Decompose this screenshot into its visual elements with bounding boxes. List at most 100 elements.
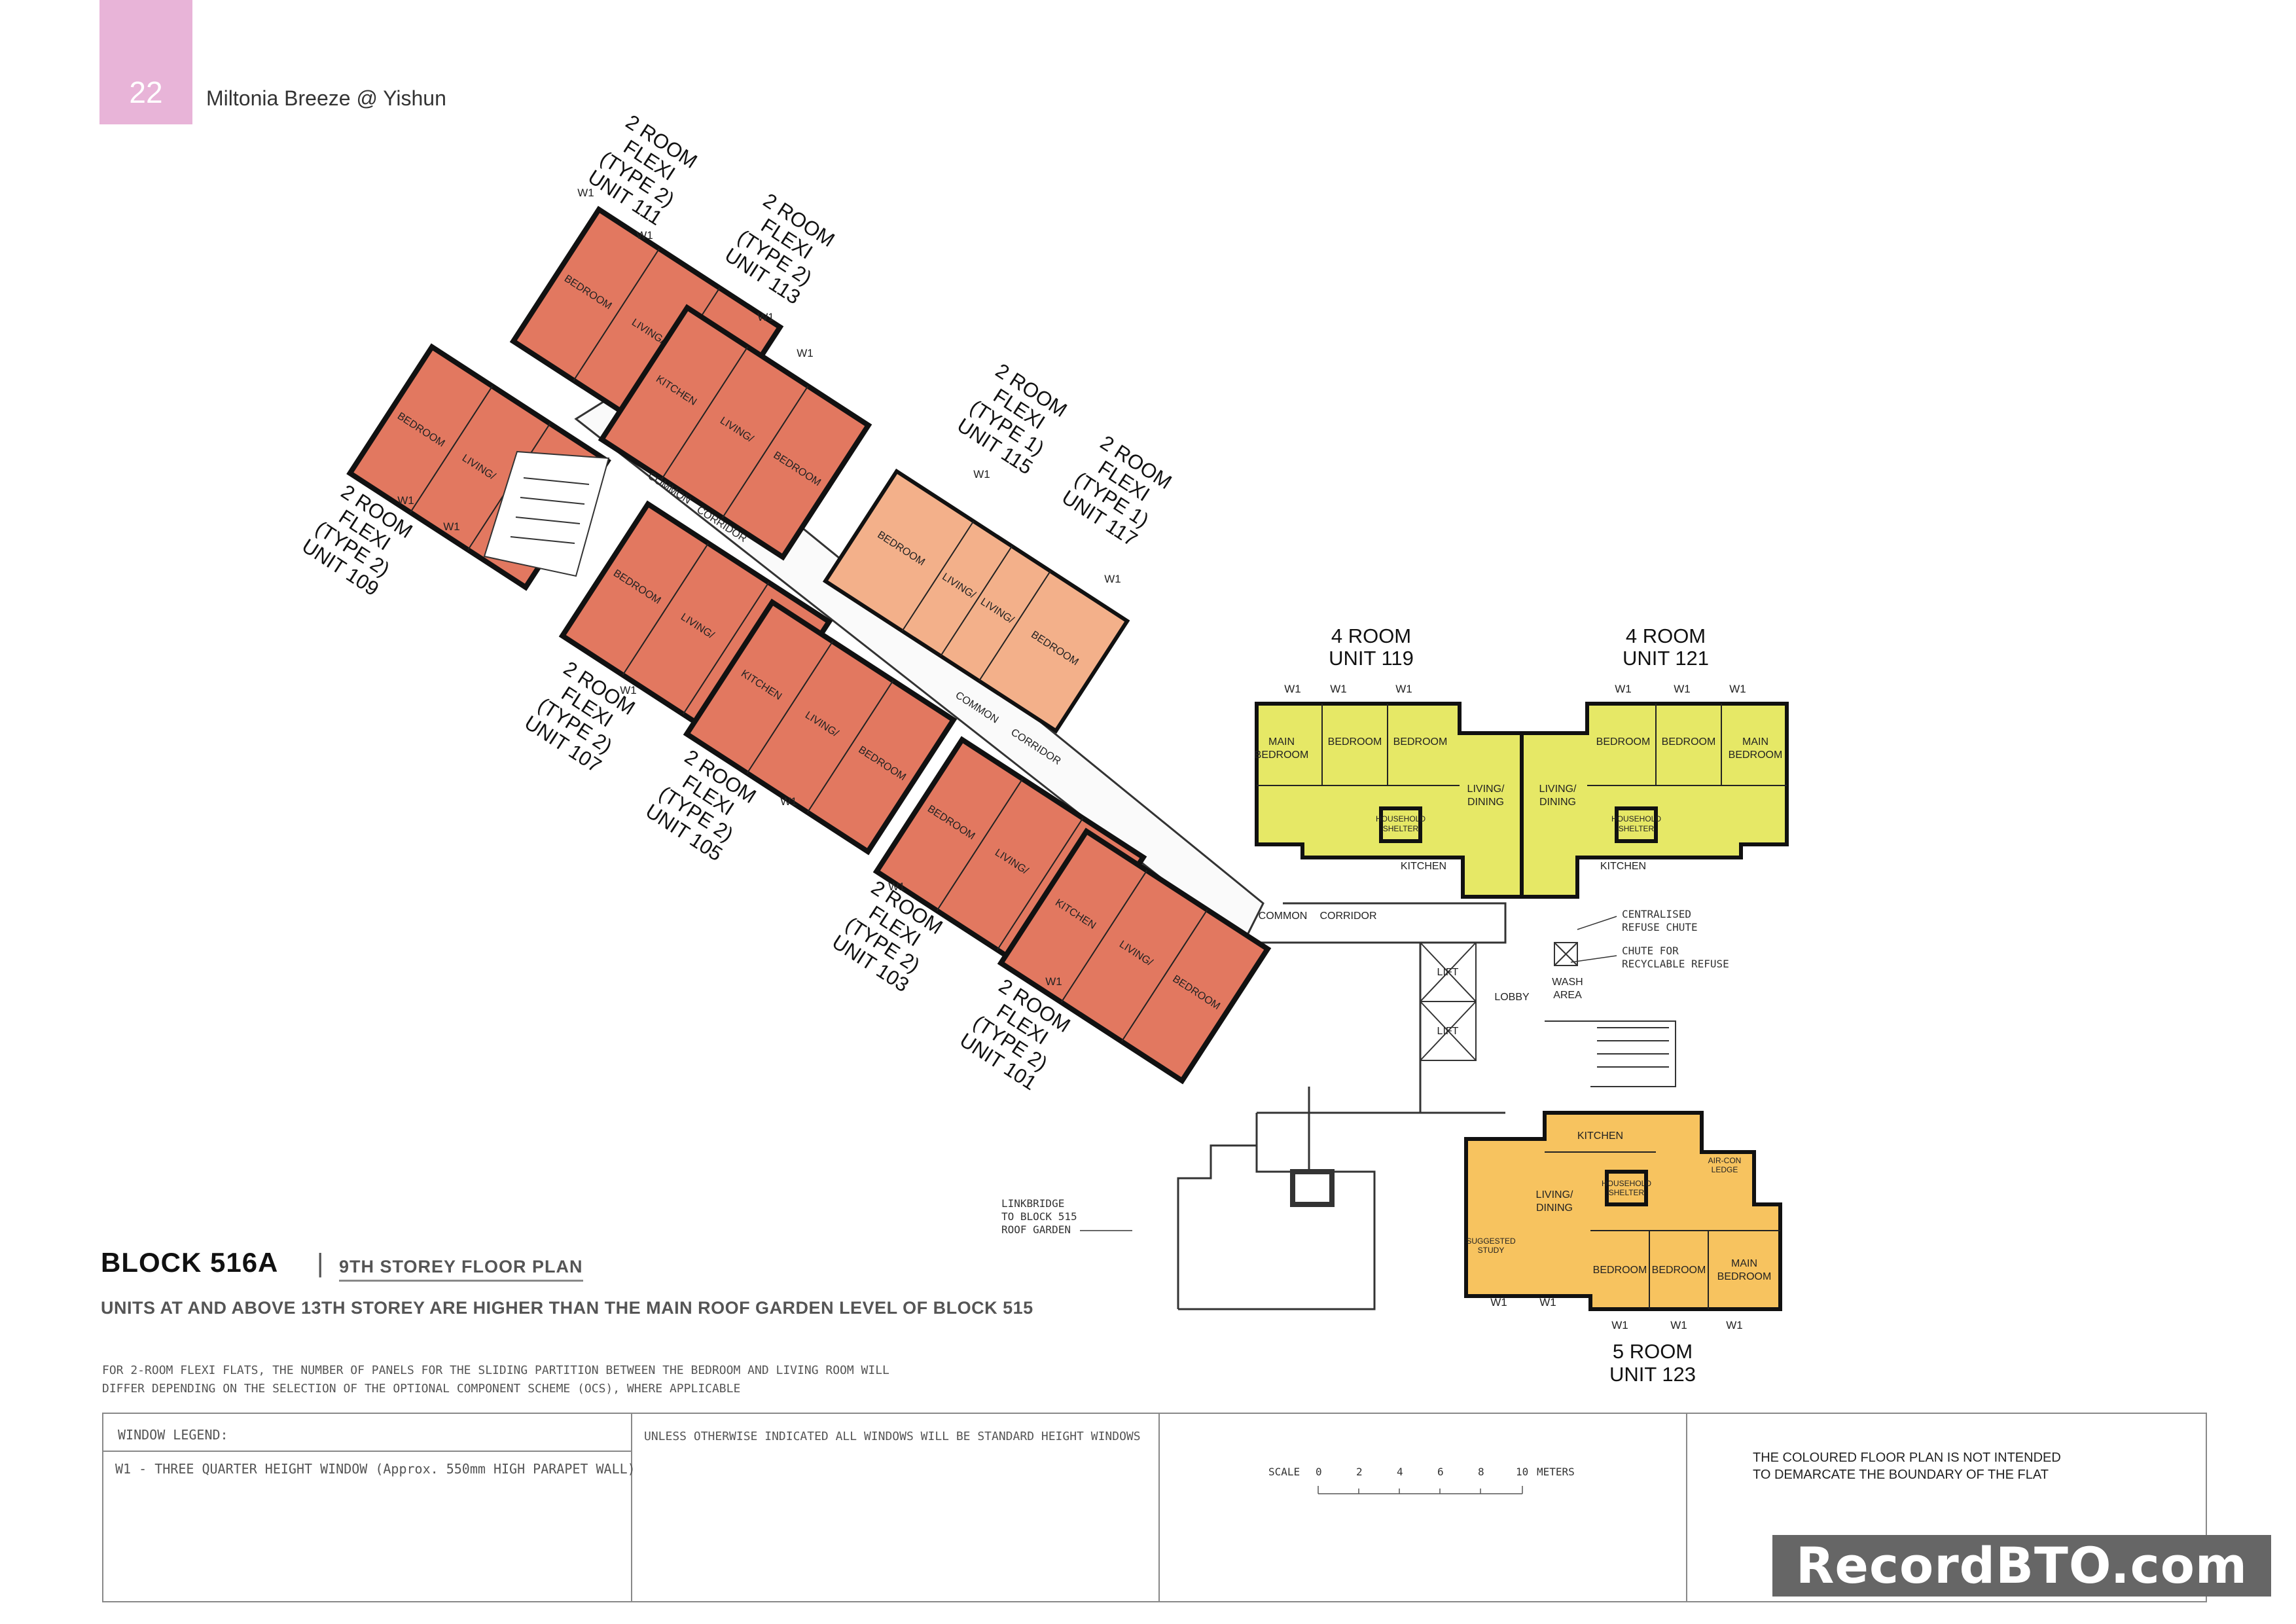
- unit-block-101: KITCHEN LIVING/ BEDROOM: [997, 827, 1272, 1085]
- recycle-chute-label-2: RECYCLABLE REFUSE: [1622, 958, 1729, 970]
- unit-block-115-117: BEDROOM LIVING/ LIVING/ BEDROOM: [822, 468, 1130, 734]
- unit-label-115: 2 ROOM FLEXI (TYPE 1) UNIT 115: [953, 359, 1071, 479]
- staircase: [483, 450, 610, 577]
- unit-block-105: KITCHEN LIVING/ BEDROOM: [683, 598, 958, 856]
- window-w1: W1: [973, 468, 990, 480]
- common-label: COMMON: [1259, 911, 1308, 922]
- room-study-2: STUDY: [1478, 1246, 1505, 1255]
- room-bedroom: BEDROOM: [1596, 736, 1651, 748]
- room-kitchen: KITCHEN: [1401, 861, 1446, 872]
- window-w1: W1: [1670, 1319, 1687, 1331]
- unit-label-119: 4 ROOM: [1331, 624, 1411, 647]
- room-main-bedroom-2: BEDROOM: [1729, 749, 1783, 761]
- room-main-bedroom-2: BEDROOM: [1717, 1271, 1772, 1282]
- window-w1: W1: [577, 187, 594, 199]
- unit-block-121: BEDROOM BEDROOM MAIN BEDROOM LIVING/ DIN…: [1520, 702, 1789, 899]
- title-separator: |: [317, 1249, 324, 1278]
- page-number: 22: [129, 75, 163, 109]
- window-markers: W1 W1 W1 W1 W1 W1 W1 W1 W1 W1 W1 W1 W1 W…: [397, 187, 1746, 1331]
- refuse-chute-label: CENTRALISED: [1622, 908, 1691, 920]
- unit-label-117: 2 ROOM FLEXI (TYPE 1) UNIT 117: [1058, 431, 1175, 551]
- room-kitchen: KITCHEN: [1600, 861, 1646, 872]
- room-shelter-2: SHELTER: [1619, 824, 1655, 833]
- page-number-tab: 22: [99, 0, 192, 124]
- disclaimer-line-1: THE COLOURED FLOOR PLAN IS NOT INTENDED: [1753, 1451, 2061, 1465]
- divider: [631, 1414, 632, 1601]
- linkbridge-label: LINKBRIDGE: [1001, 1197, 1064, 1210]
- window-w1: W1: [636, 229, 653, 242]
- unit-block-123: KITCHEN LIVING/ DINING SUGGESTED STUDY B…: [1464, 1111, 1782, 1311]
- room-shelter: HOUSEHOLD: [1611, 814, 1661, 823]
- room-bedroom: BEDROOM: [1652, 1265, 1706, 1276]
- scale-bar: SCALE 0 2 4 6 8 10 METERS: [1268, 1466, 1575, 1494]
- leader-line: [1570, 955, 1617, 963]
- window-w1: W1: [1729, 683, 1746, 695]
- room-study: SUGGESTED: [1466, 1236, 1516, 1246]
- room-living: LIVING/: [1539, 784, 1577, 795]
- roof-garden-outline: [1177, 1087, 1420, 1310]
- room-kitchen: KITCHEN: [1577, 1130, 1623, 1142]
- room-shelter-2: SHELTER: [1609, 1188, 1645, 1197]
- unit-label-123: 5 ROOM: [1613, 1340, 1693, 1363]
- room-living-2: DINING: [1536, 1202, 1573, 1214]
- room-main-bedroom-2: BEDROOM: [1255, 749, 1309, 761]
- room-aircon: AIR-CON: [1708, 1156, 1742, 1165]
- divider: [1158, 1414, 1160, 1601]
- disclaimer-line-2: TO DEMARCATE THE BOUNDARY OF THE FLAT: [1753, 1468, 2049, 1482]
- window-w1: W1: [1284, 683, 1301, 695]
- recycle-chute-label: CHUTE FOR: [1622, 945, 1679, 957]
- lobby-label: LOBBY: [1494, 992, 1530, 1003]
- refuse-chute-label-2: REFUSE CHUTE: [1622, 921, 1698, 933]
- window-legend-w1: W1 - THREE QUARTER HEIGHT WINDOW (Approx…: [115, 1461, 636, 1477]
- window-w1: W1: [1330, 683, 1347, 695]
- window-w1: W1: [1395, 683, 1412, 695]
- window-w1: W1: [443, 520, 460, 533]
- wash-area-label-2: AREA: [1553, 990, 1582, 1001]
- unit-label-123-num: UNIT 123: [1609, 1363, 1696, 1386]
- linkbridge-label-2: TO BLOCK 515: [1001, 1210, 1077, 1223]
- window-w1: W1: [757, 311, 774, 323]
- window-w1: W1: [1104, 573, 1121, 585]
- window-w1: W1: [1539, 1296, 1556, 1308]
- window-w1: W1: [797, 347, 814, 359]
- room-bedroom: BEDROOM: [1328, 736, 1382, 748]
- scale-label: SCALE: [1268, 1466, 1300, 1478]
- wash-area-label: WASH: [1552, 977, 1583, 988]
- block-note: UNITS AT AND ABOVE 13TH STOREY ARE HIGHE…: [101, 1298, 1033, 1318]
- unit-label-119-num: UNIT 119: [1329, 647, 1414, 670]
- unit-label-113: 2 ROOM FLEXI (TYPE 2) UNIT 113: [721, 189, 838, 309]
- room-living: LIVING/: [1536, 1189, 1573, 1200]
- room-bedroom: BEDROOM: [1393, 736, 1448, 748]
- window-w1: W1: [1726, 1319, 1743, 1331]
- unit-block-113: KITCHEN LIVING/ BEDROOM: [598, 304, 872, 561]
- divider: [103, 1451, 631, 1452]
- unit-label-121: 4 ROOM: [1626, 624, 1706, 647]
- block-title: BLOCK 516A: [101, 1247, 279, 1278]
- watermark: RecordBTO.com: [1772, 1535, 2271, 1597]
- unit-label-121-num: UNIT 121: [1623, 647, 1709, 670]
- window-w1: W1: [780, 795, 797, 808]
- room-main-bedroom: MAIN: [1731, 1258, 1757, 1269]
- window-w1: W1: [1490, 1296, 1507, 1308]
- room-main-bedroom: MAIN: [1742, 736, 1768, 748]
- scale-tick: 10: [1516, 1466, 1528, 1478]
- room-shelter: HOUSEHOLD: [1602, 1179, 1651, 1188]
- room-aircon-2: LEDGE: [1712, 1165, 1738, 1174]
- scale-tick: 8: [1478, 1466, 1484, 1478]
- room-main-bedroom: MAIN: [1268, 736, 1295, 748]
- room-shelter: HOUSEHOLD: [1376, 814, 1426, 823]
- disclaimer: THE COLOURED FLOOR PLAN IS NOT INTENDED …: [1753, 1449, 2061, 1483]
- window-w1: W1: [620, 684, 637, 696]
- lift-core: [1420, 942, 1676, 1087]
- room-living: LIVING/: [1467, 784, 1505, 795]
- window-w1: W1: [1674, 683, 1691, 695]
- window-w1: W1: [1045, 975, 1062, 988]
- window-w1: W1: [397, 494, 414, 507]
- room-shelter-2: SHELTER: [1383, 824, 1419, 833]
- legend-box: WINDOW LEGEND: W1 - THREE QUARTER HEIGHT…: [102, 1413, 2207, 1602]
- window-w1: W1: [1611, 1319, 1628, 1331]
- divider: [1686, 1414, 1687, 1601]
- scale-tick: 4: [1397, 1466, 1403, 1478]
- lift-label: LIFT: [1437, 1026, 1459, 1037]
